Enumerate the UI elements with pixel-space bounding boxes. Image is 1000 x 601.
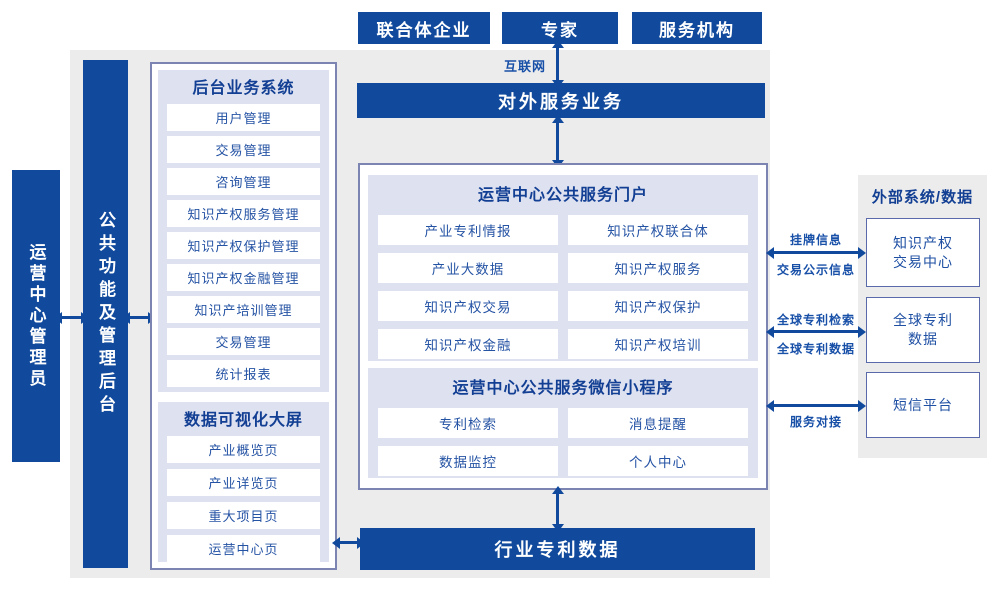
- list-item: 用户管理: [167, 104, 320, 131]
- link-label-transaction-publicity: 交易公示信息: [776, 263, 855, 277]
- list-item: 知识产权服务管理: [167, 200, 320, 227]
- data-visualization-title: 数据可视化大屏: [183, 412, 303, 429]
- external-service-bar: 对外服务业务: [357, 83, 765, 118]
- backend-system-panel: 后台业务系统 用户管理 交易管理 咨询管理 知识产权服务管理 知识产权保护管理 …: [158, 70, 329, 392]
- backend-system-title: 后台业务系统: [192, 80, 295, 97]
- miniprogram-item-grid: 专利检索 消息提醒 数据监控 个人中心: [378, 408, 748, 476]
- list-item: 专利检索: [378, 408, 558, 438]
- list-item: 重大项目页: [167, 502, 320, 529]
- list-item: 个人中心: [568, 446, 748, 476]
- list-item: 统计报表: [167, 360, 320, 387]
- list-item: 知识产权服务: [568, 253, 748, 283]
- arrow-admin-to-backend: [54, 311, 89, 324]
- entity-consortium-enterprises: 联合体企业: [358, 12, 490, 44]
- external-box-label: 知识产权交易中心: [893, 234, 953, 270]
- list-item: 产业详览页: [167, 469, 320, 496]
- list-item: 咨询管理: [167, 168, 320, 195]
- external-box-label: 全球专利数据: [893, 312, 953, 347]
- external-box-ip-exchange: 知识产权交易中心: [866, 218, 980, 287]
- backend-system-list: 用户管理 交易管理 咨询管理 知识产权服务管理 知识产权保护管理 知识产权金融管…: [167, 104, 320, 387]
- arrow-portal-to-patent-data: [551, 486, 564, 532]
- list-item: 知识产权培训: [568, 329, 748, 359]
- list-item: 交易管理: [167, 328, 320, 355]
- link-label-listing-info: 挂牌信息: [789, 233, 842, 247]
- arrow-backend-to-systems: [122, 311, 156, 324]
- external-box-global-patent-data: 全球专利数据: [866, 297, 980, 363]
- portal-title: 运营中心公共服务门户: [477, 187, 648, 204]
- wechat-miniprogram-panel: 运营中心公共服务微信小程序 专利检索 消息提醒 数据监控 个人中心: [368, 368, 758, 478]
- industry-patent-data-bar: 行业专利数据: [360, 528, 755, 570]
- arrow-internet: [551, 40, 564, 88]
- backend-management-bar: 公共功能及管理后台: [83, 60, 128, 568]
- list-item: 知识产权保护: [568, 291, 748, 321]
- list-item: 运营中心页: [167, 535, 320, 562]
- arrow-global-patent: [766, 325, 866, 338]
- internet-label: 互联网: [503, 59, 546, 74]
- list-item: 知识产权保护管理: [167, 232, 320, 259]
- list-item: 产业大数据: [378, 253, 558, 283]
- arrow-service-to-portal: [551, 115, 564, 168]
- link-label-global-patent-data: 全球专利数据: [776, 342, 855, 356]
- miniprogram-title: 运营中心公共服务微信小程序: [452, 380, 674, 397]
- list-item: 知识产权交易: [378, 291, 558, 321]
- entity-service-agencies: 服务机构: [632, 12, 762, 44]
- list-item: 知识产权联合体: [568, 215, 748, 245]
- list-item: 消息提醒: [568, 408, 748, 438]
- external-box-sms-platform: 短信平台: [866, 372, 980, 438]
- list-item: 知识产权金融: [378, 329, 558, 359]
- list-item: 产业概览页: [167, 436, 320, 463]
- list-item: 知识产权金融管理: [167, 264, 320, 291]
- list-item: 数据监控: [378, 446, 558, 476]
- link-label-service-connection: 服务对接: [789, 415, 842, 429]
- entity-experts: 专家: [502, 12, 618, 44]
- list-item: 交易管理: [167, 136, 320, 163]
- data-visualization-panel: 数据可视化大屏 产业概览页 产业详览页 重大项目页 运营中心页: [158, 402, 329, 562]
- link-label-global-patent-search: 全球专利检索: [776, 313, 855, 327]
- list-item: 产业专利情报: [378, 215, 558, 245]
- external-box-label: 短信平台: [893, 396, 953, 413]
- external-systems-title: 外部系统/数据: [871, 189, 974, 206]
- public-service-portal-panel: 运营中心公共服务门户 产业专利情报 知识产权联合体 产业大数据 知识产权服务 知…: [368, 175, 758, 361]
- data-visualization-list: 产业概览页 产业详览页 重大项目页 运营中心页: [167, 436, 320, 562]
- operations-admin-bar: 运营中心管理员: [12, 170, 60, 462]
- arrow-dataviz-to-patent-data: [332, 536, 365, 549]
- portal-item-grid: 产业专利情报 知识产权联合体 产业大数据 知识产权服务 知识产权交易 知识产权保…: [378, 215, 748, 359]
- arrow-sms-service: [766, 399, 866, 412]
- arrow-ip-exchange: [766, 246, 866, 259]
- list-item: 知识产培训管理: [167, 296, 320, 323]
